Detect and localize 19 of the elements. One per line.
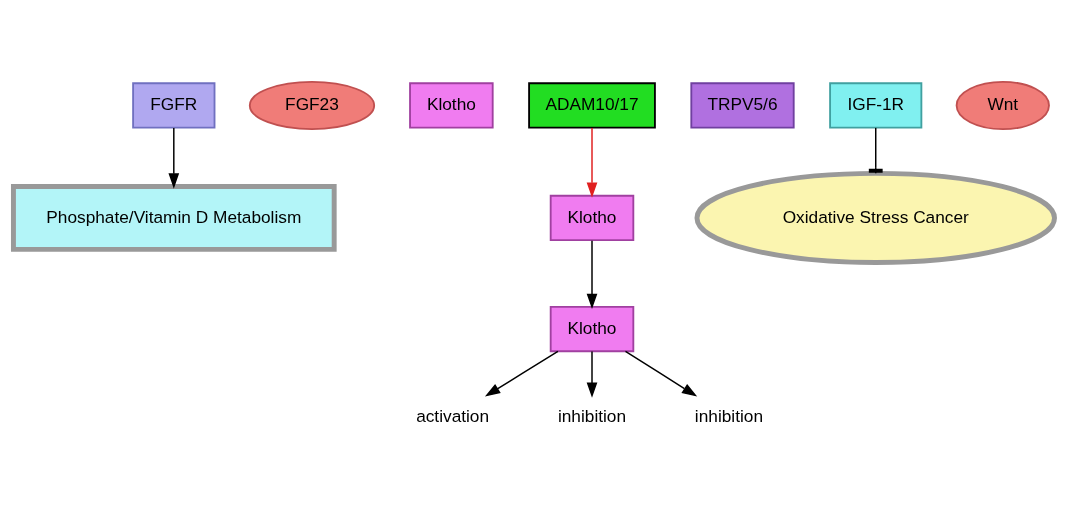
node-box: IGF-1R [829, 82, 923, 129]
arrow [168, 127, 180, 189]
node-text: activation [416, 406, 490, 427]
node-ellipse: Wnt [955, 80, 1050, 131]
arrow [624, 350, 698, 397]
node-box: ADAM10/17 [528, 82, 656, 129]
node-box: Phosphate/Vitamin D Metabolism [10, 184, 337, 252]
node-box: Klotho [549, 305, 635, 353]
node-ellipse: FGF23 [248, 80, 376, 131]
node-box: FGFR [132, 82, 216, 129]
arrow [586, 239, 598, 309]
arrow [586, 127, 598, 198]
node-box: Klotho [549, 194, 635, 242]
node-text: inhibition [694, 406, 764, 427]
arrow [586, 350, 598, 398]
node-box: Klotho [409, 82, 494, 129]
node-text: inhibition [557, 406, 627, 427]
arrow [484, 350, 559, 397]
node-box: TRPV5/6 [690, 82, 795, 129]
